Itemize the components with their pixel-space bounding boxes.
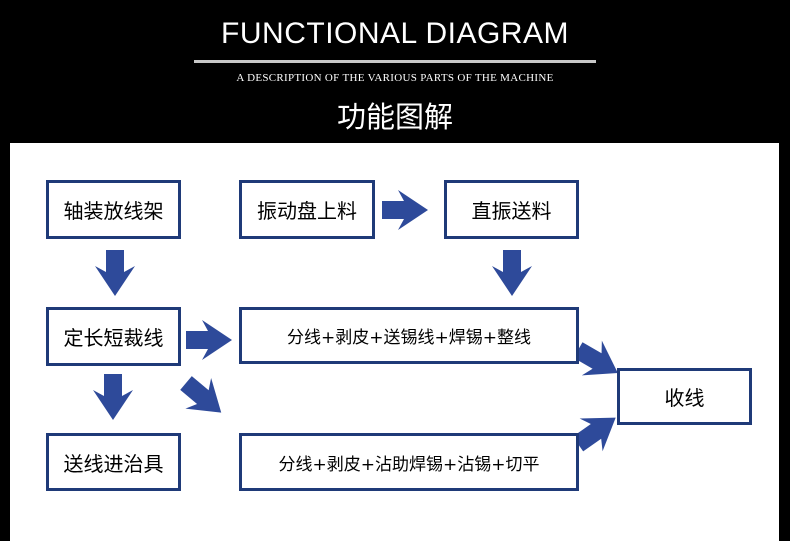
node-process-upper: 分线+剥皮+送锡线+焊锡+整线 (239, 307, 579, 364)
node-vibration-bowl: 振动盘上料 (239, 180, 375, 239)
header-banner: FUNCTIONAL DIAGRAM A DESCRIPTION OF THE … (0, 0, 790, 143)
diagram-title: FUNCTIONAL DIAGRAM (221, 17, 569, 50)
arrow-cut-to-fixture (93, 374, 133, 420)
diagram-subtitle: A DESCRIPTION OF THE VARIOUS PARTS OF TH… (236, 72, 554, 84)
arrow-cut-to-process-upper (186, 320, 232, 360)
node-cut-to-length: 定长短裁线 (46, 307, 181, 366)
node-fixture-feed: 送线进治具 (46, 433, 181, 491)
node-direct-feed: 直振送料 (444, 180, 579, 239)
arrow-cut-to-process-lower (173, 367, 235, 428)
arrow-direct-to-process-upper (492, 250, 532, 296)
node-spool-rack: 轴装放线架 (46, 180, 181, 239)
node-collect: 收线 (617, 368, 752, 425)
arrow-vibration-to-direct (382, 190, 428, 230)
title-divider (194, 60, 596, 63)
arrow-spool-to-cut (95, 250, 135, 296)
node-process-lower: 分线+剥皮+沾助焊锡+沾锡+切平 (239, 433, 579, 491)
diagram-title-chinese: 功能图解 (336, 100, 453, 134)
